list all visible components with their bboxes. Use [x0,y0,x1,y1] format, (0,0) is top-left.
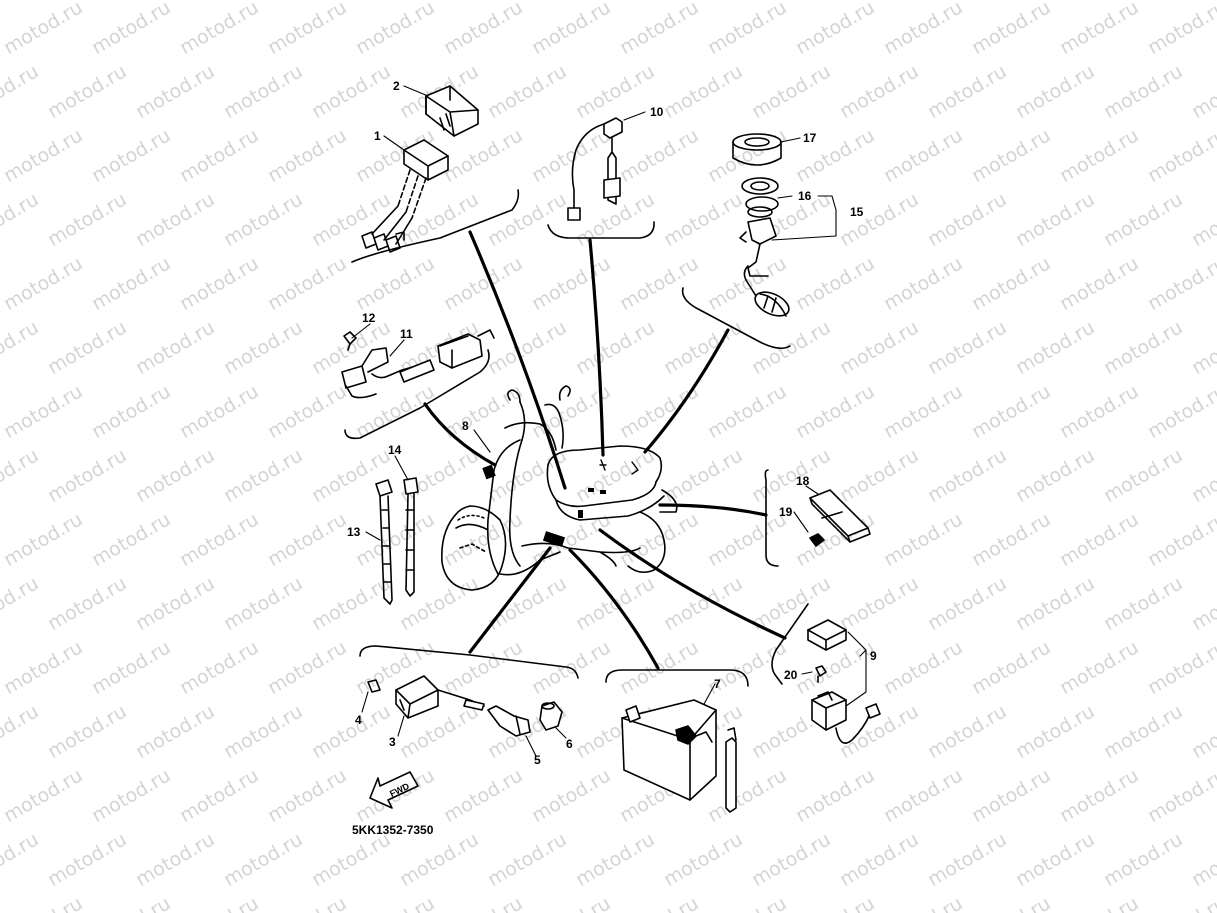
callout-9: 9 [870,649,877,663]
callout-14: 14 [388,443,402,457]
leader-lines [423,230,787,670]
callout-12: 12 [362,311,376,325]
reflector-part-18 [809,489,871,547]
callout-16: 16 [798,189,812,203]
callout-13: 13 [347,525,361,539]
callout-7: 7 [714,677,721,691]
cable-tie-part-13 [375,479,393,605]
callout-5: 5 [534,753,541,767]
callout-18: 18 [796,474,810,488]
callout-11: 11 [400,327,413,341]
callout-2: 2 [393,79,400,93]
scooter-connectors [482,464,606,547]
fuel-sender-part-15 [732,133,790,317]
callout-19: 19 [779,505,793,519]
callout-10: 10 [650,105,664,119]
callout-17: 17 [803,131,817,145]
regulator-part-9 [807,619,881,744]
callout-20: 20 [784,668,798,682]
callout-4: 4 [355,713,362,727]
cable-tie-part-14 [403,477,419,597]
ignition-coil-part-3 [367,675,563,737]
callout-6: 6 [566,737,573,751]
callout-3: 3 [389,735,396,749]
fwd-arrow [369,771,419,809]
callout-leaders [351,85,867,757]
callout-1: 1 [374,129,381,143]
part-code: 5KK1352-7350 [352,823,434,837]
sensor-part-10 [567,117,623,221]
group-brackets [344,189,809,687]
sensor-part-11 [341,329,495,399]
relay-part-1 [361,139,449,253]
callout-8: 8 [462,419,469,433]
battery-part-7 [621,699,737,813]
callout-labels: 2 1 10 17 16 15 12 11 14 8 13 18 19 9 20… [347,79,877,837]
relay-part-2 [425,85,479,137]
scooter-outline [441,385,678,591]
callout-15: 15 [850,205,864,219]
